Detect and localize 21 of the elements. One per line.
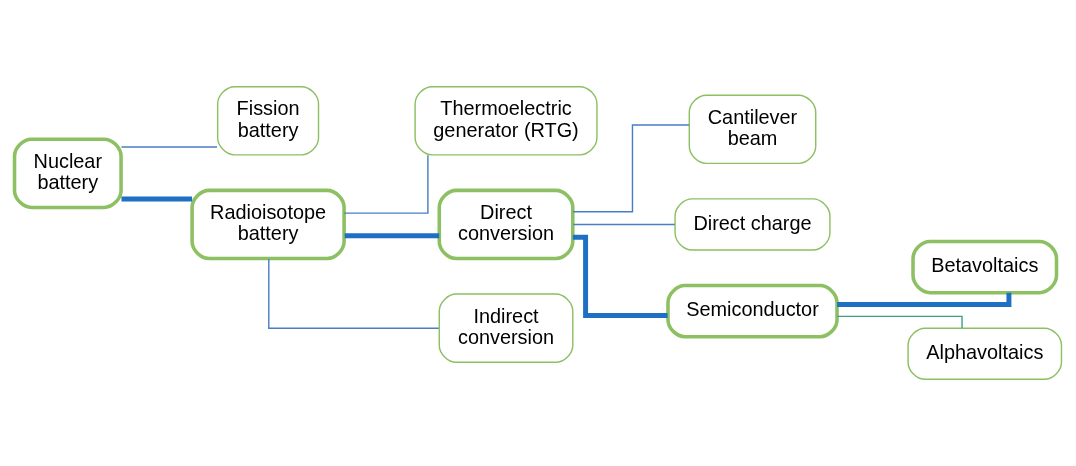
connector (572, 223, 676, 226)
node-box: Betavoltaics (911, 239, 1059, 295)
node-box: Semiconductor (666, 283, 839, 339)
node-box: Direct charge (674, 198, 831, 251)
node-box: Direct conversion (437, 188, 575, 261)
node-box: Nuclear battery (12, 137, 123, 210)
node-box: Radioisotope battery (190, 188, 346, 261)
connector (837, 292, 1012, 307)
node-box: Alphavoltaics (907, 327, 1063, 381)
connector (572, 234, 668, 318)
node-box: Cantilever beam (688, 94, 817, 165)
node-box: Fission battery (216, 85, 320, 156)
connector (836, 315, 963, 329)
connector (343, 154, 429, 214)
node-box: Thermoelectric generator (RTG) (414, 85, 598, 156)
connector (572, 124, 690, 213)
node-box: Indirect conversion (438, 293, 574, 363)
connector (344, 233, 440, 239)
connector (268, 258, 440, 329)
connector (121, 196, 193, 202)
connector (120, 146, 218, 148)
